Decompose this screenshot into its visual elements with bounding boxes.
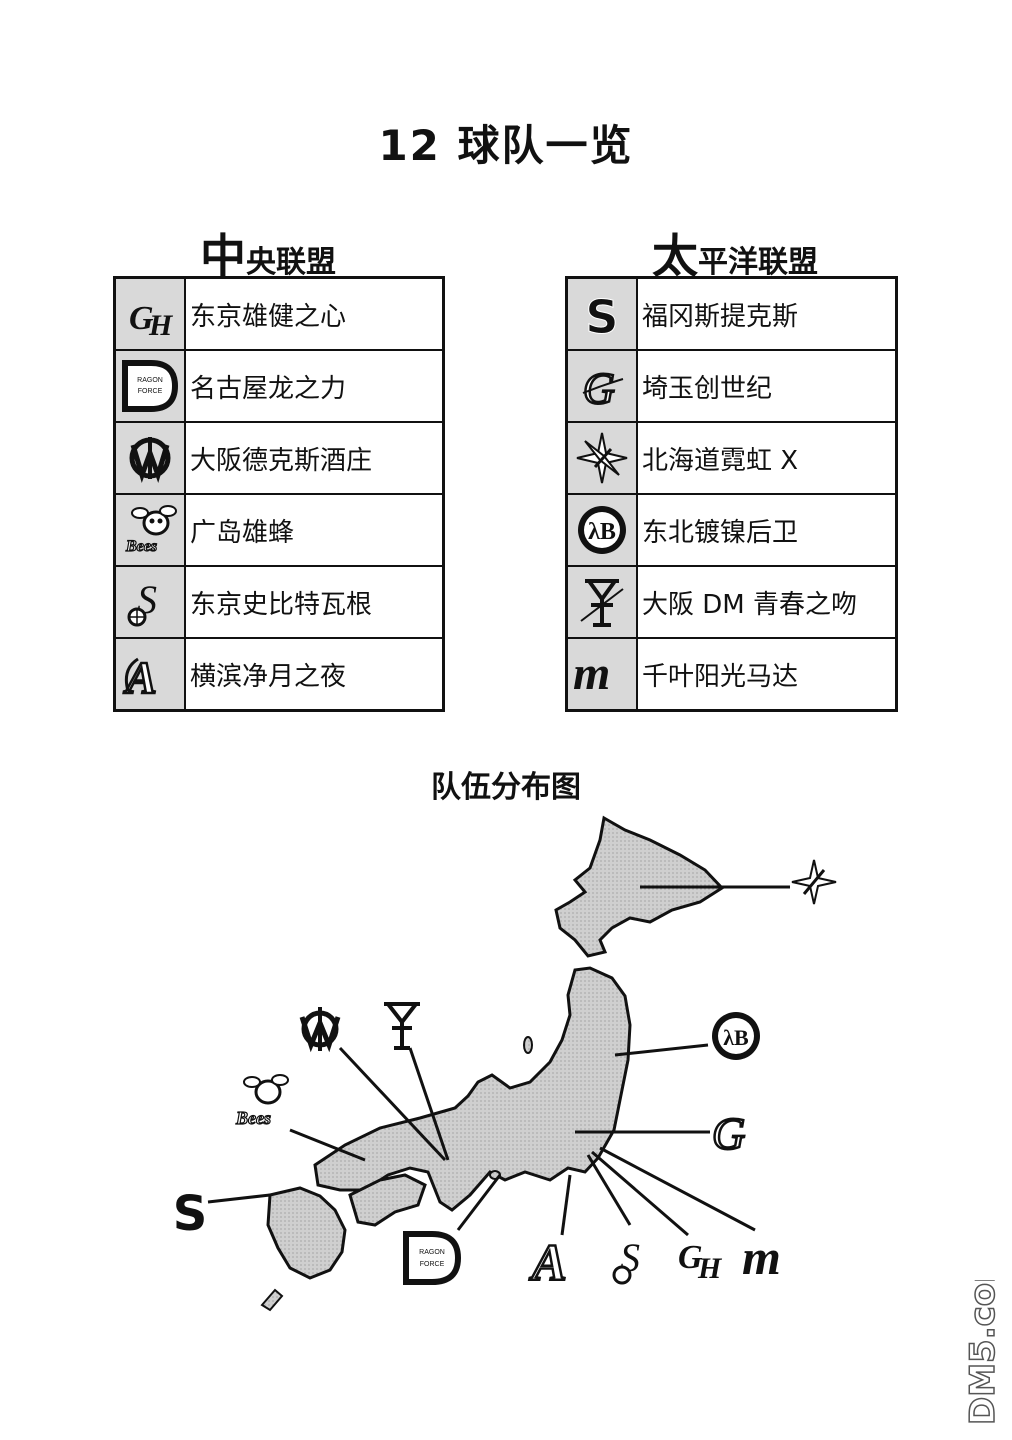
svg-text:RAGON: RAGON bbox=[137, 377, 163, 384]
table-row: RAGON FORCE 名古屋龙之力 bbox=[113, 349, 445, 423]
svg-text:A: A bbox=[529, 1235, 567, 1292]
svg-text:G: G bbox=[583, 364, 615, 413]
table-row: Bees 广岛雄蜂 bbox=[113, 493, 445, 567]
map-logo-m-icon: m bbox=[742, 1229, 781, 1285]
table-row: λB 东北镀镍后卫 bbox=[565, 493, 898, 567]
table-row: S 福冈斯提克斯 bbox=[565, 276, 898, 351]
map-logo-a-icon: A bbox=[528, 1234, 568, 1294]
team-name: 千叶阳光马达 bbox=[636, 637, 898, 712]
island bbox=[523, 1036, 533, 1054]
island bbox=[260, 1288, 284, 1312]
svg-text:H: H bbox=[697, 1252, 723, 1285]
table-row: 大阪德克斯酒庄 bbox=[113, 421, 445, 495]
table-row: G 埼玉创世纪 bbox=[565, 349, 898, 423]
team-name: 横滨净月之夜 bbox=[184, 637, 445, 712]
map-logo-w-icon bbox=[299, 1007, 341, 1053]
svg-text:λB: λB bbox=[588, 519, 616, 545]
team-logo-w-icon bbox=[113, 421, 186, 495]
team-logo-star-icon bbox=[565, 421, 638, 495]
team-logo-s-wheel-icon: S bbox=[113, 565, 186, 639]
svg-text:G: G bbox=[678, 1239, 703, 1276]
svg-text:S: S bbox=[173, 1186, 208, 1242]
svg-text:λB: λB bbox=[723, 1025, 749, 1050]
map-logo-d-icon: RAGON FORCE bbox=[403, 1231, 462, 1285]
team-name: 福冈斯提克斯 bbox=[636, 276, 898, 351]
page-title: 12 球队一览 bbox=[378, 121, 634, 170]
team-name: 广岛雄蜂 bbox=[184, 493, 445, 567]
table-row: 北海道霓虹 X bbox=[565, 421, 898, 495]
map-logo-g-icon: G bbox=[711, 1107, 747, 1161]
team-name: 大阪 DM 青春之吻 bbox=[636, 565, 898, 639]
svg-text:m: m bbox=[742, 1229, 781, 1285]
table-row: A 横滨净月之夜 bbox=[113, 637, 445, 712]
kyushu-island bbox=[266, 1186, 347, 1280]
map-logo-bee-icon: Bees bbox=[234, 1074, 289, 1129]
team-name: 东北镀镍后卫 bbox=[636, 493, 898, 567]
team-name: 东京雄健之心 bbox=[184, 276, 445, 351]
svg-text:RAGON: RAGON bbox=[419, 1249, 445, 1256]
svg-text:G: G bbox=[129, 300, 154, 337]
team-name: 大阪德克斯酒庄 bbox=[184, 421, 445, 495]
map-title: 队伍分布图 bbox=[431, 770, 581, 805]
map-logo-yt-icon bbox=[384, 1002, 420, 1050]
pacific-league-table: S 福冈斯提克斯 G 埼玉创世纪 北海道霓虹 X λB 东北镀镍后卫 大阪 DM… bbox=[565, 276, 898, 712]
hokkaido-island bbox=[554, 815, 725, 958]
team-name: 东京史比特瓦根 bbox=[184, 565, 445, 639]
svg-text:m: m bbox=[573, 647, 610, 700]
team-logo-a-icon: A bbox=[113, 637, 186, 712]
watermark-text: DM5.com bbox=[963, 1280, 1003, 1425]
team-logo-s-block-icon: S bbox=[565, 276, 638, 351]
team-logo-bee-icon: Bees bbox=[113, 493, 186, 567]
svg-text:G: G bbox=[712, 1108, 745, 1159]
shikoku-island bbox=[348, 1173, 427, 1227]
team-name: 北海道霓虹 X bbox=[636, 421, 898, 495]
pacific-league-title-rest: 平洋联盟 bbox=[698, 245, 818, 280]
team-logo-nb-icon: λB bbox=[565, 493, 638, 567]
map-logo-star-icon bbox=[791, 859, 837, 905]
map-logo-gh-icon: G H bbox=[678, 1239, 723, 1285]
team-logo-yt-icon bbox=[565, 565, 638, 639]
svg-text:H: H bbox=[148, 309, 174, 339]
central-league-title-rest: 央联盟 bbox=[246, 245, 336, 280]
svg-text:S: S bbox=[585, 290, 618, 341]
map-logo-s-block-icon: S bbox=[173, 1186, 208, 1242]
svg-text:FORCE: FORCE bbox=[138, 388, 163, 395]
svg-text:Bees: Bees bbox=[235, 1108, 271, 1128]
pacific-league-title: 太平洋联盟 bbox=[652, 220, 818, 286]
central-league-title-big: 中 bbox=[200, 229, 246, 283]
japan-map: λB G Bees S RAGON FORCE A S G H m bbox=[173, 815, 837, 1312]
table-row: S 东京史比特瓦根 bbox=[113, 565, 445, 639]
team-logo-m-icon: m bbox=[565, 637, 638, 712]
map-logo-s-wheel-icon: S bbox=[612, 1235, 640, 1285]
team-logo-g-icon: G bbox=[565, 349, 638, 423]
svg-text:FORCE: FORCE bbox=[420, 1261, 445, 1268]
table-row: m 千叶阳光马达 bbox=[565, 637, 898, 712]
svg-text:Bees: Bees bbox=[125, 538, 157, 555]
central-league-title: 中央联盟 bbox=[200, 220, 336, 286]
team-name: 名古屋龙之力 bbox=[184, 349, 445, 423]
honshu-island bbox=[313, 966, 632, 1212]
watermark-logo: DM5.com bbox=[962, 1280, 1004, 1426]
team-logo-d-icon: RAGON FORCE bbox=[113, 349, 186, 423]
team-name: 埼玉创世纪 bbox=[636, 349, 898, 423]
table-row: 大阪 DM 青春之吻 bbox=[565, 565, 898, 639]
pacific-league-title-big: 太 bbox=[652, 229, 698, 283]
map-logo-nb-icon: λB bbox=[712, 1012, 760, 1060]
